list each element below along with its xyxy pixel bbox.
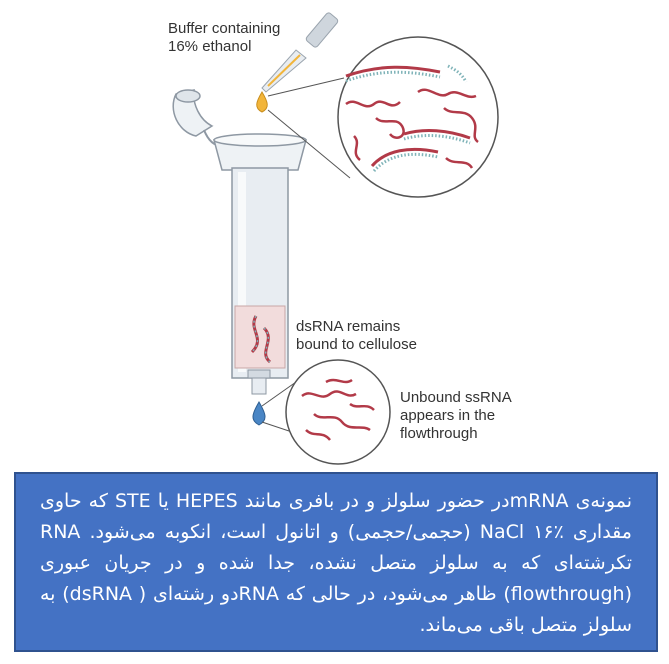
- dsrna-label: dsRNA remains bound to cellulose: [296, 318, 417, 353]
- column-diagram: [172, 12, 499, 465]
- buffer-droplet: [256, 91, 268, 113]
- ssrna-inset: [285, 359, 391, 465]
- cellulose-bed: [234, 305, 286, 369]
- rna-mixture-inset: [337, 36, 499, 198]
- pointer-line-bottom: [261, 381, 297, 407]
- flowthrough-droplet: [252, 401, 266, 426]
- buffer-label: Buffer containing 16% ethanol: [168, 20, 281, 55]
- caption-box: نمونه‌ی mRNAدر حضور سلولز و در بافری مان…: [14, 472, 658, 652]
- pointer-line-top: [267, 77, 345, 97]
- column-cap: [172, 89, 223, 147]
- pipette-icon: [261, 12, 339, 93]
- caption-text: نمونه‌ی mRNAدر حضور سلولز و در بافری مان…: [40, 490, 632, 636]
- ssrna-label: Unbound ssRNA appears in the flowthrough: [400, 389, 512, 442]
- pointer-line-top-2: [267, 109, 351, 179]
